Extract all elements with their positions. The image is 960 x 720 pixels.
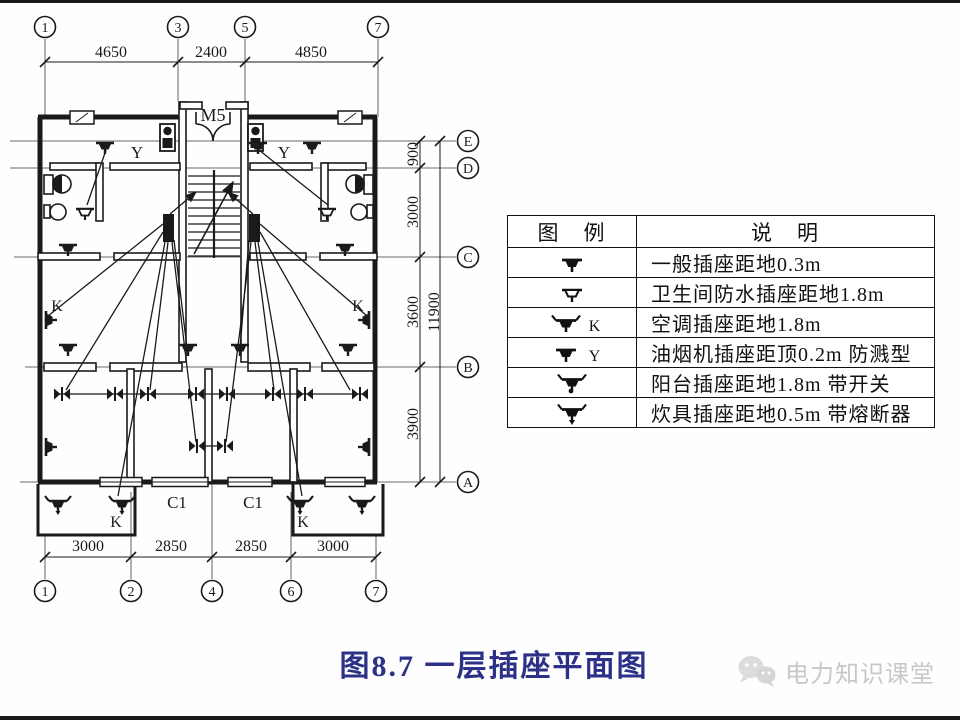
axis-bottom-4: 4 bbox=[209, 585, 216, 600]
cooker-socket-icon bbox=[557, 403, 587, 425]
ac-socket-tag: K bbox=[588, 317, 601, 335]
plan-labels: M5 Y Y K K K K C1 C1 bbox=[51, 105, 364, 531]
dim-top-1: 4650 bbox=[95, 44, 127, 61]
axis-bottom-6: 6 bbox=[288, 585, 295, 600]
dim-right-4: 3900 bbox=[405, 408, 422, 440]
entrance-door bbox=[195, 112, 231, 142]
ac-label-balcony-left: K bbox=[110, 514, 122, 531]
legend-row-general: 一般插座距地0.3m bbox=[507, 247, 935, 278]
axis-top-5: 5 bbox=[242, 21, 249, 36]
dimension-right: 900 3000 3600 3900 11900 E D C B A bbox=[405, 129, 480, 494]
dim-right-total: 11900 bbox=[426, 292, 443, 331]
wiring bbox=[47, 149, 368, 497]
window-label-right: C1 bbox=[243, 493, 263, 512]
dim-top-3: 4850 bbox=[295, 44, 327, 61]
staircase bbox=[188, 170, 240, 258]
dim-bottom-4: 3000 bbox=[317, 538, 349, 555]
slide-top-border bbox=[0, 0, 960, 3]
interior-walls bbox=[37, 101, 378, 483]
ac-label-right: K bbox=[352, 298, 364, 315]
figure-title: 图8.7 一层插座平面图 bbox=[339, 650, 649, 683]
bath-fixtures bbox=[43, 174, 374, 221]
legend-table: 图 例 说 明 一般插座距地0.3m 卫生间防水插座距地1.8m bbox=[507, 215, 935, 428]
axis-top-7: 7 bbox=[375, 21, 382, 36]
dim-bottom-3: 2850 bbox=[235, 538, 267, 555]
hood-label-left: Y bbox=[131, 143, 143, 162]
axis-top-1: 1 bbox=[42, 21, 49, 36]
hood-label-right: Y bbox=[278, 143, 290, 162]
legend-row-hood: Y 油烟机插座距顶0.2m 防溅型 bbox=[507, 337, 935, 368]
axis-right-A: A bbox=[463, 476, 474, 491]
legend-header-description: 说 明 bbox=[636, 215, 935, 248]
window-label-left: C1 bbox=[167, 493, 187, 512]
axis-bubbles-top bbox=[33, 15, 390, 39]
dimension-top: 4650 2400 4850 1 3 5 7 bbox=[33, 15, 390, 68]
general-socket-icon bbox=[562, 258, 582, 272]
watermark-text: 电力知识课堂 bbox=[785, 661, 935, 688]
axis-bottom-7: 7 bbox=[373, 585, 380, 600]
legend-row-cooker: 炊具插座距地0.5m 带熔断器 bbox=[507, 397, 935, 428]
dimension-bottom: 3000 2850 2850 3000 1 2 4 6 7 bbox=[33, 538, 388, 603]
ac-label-balcony-right: K bbox=[297, 514, 309, 531]
watermark: 电力知识课堂 bbox=[735, 650, 935, 692]
chat-bubbles-logo bbox=[738, 656, 776, 687]
hood-socket-tag: Y bbox=[588, 347, 601, 365]
axis-bubbles-bottom bbox=[33, 579, 388, 603]
legend-row-waterproof: 卫生间防水插座距地1.8m bbox=[507, 277, 935, 308]
cooker-meter-boxes bbox=[159, 123, 264, 152]
dim-right-3: 3600 bbox=[405, 296, 422, 328]
axis-bottom-1: 1 bbox=[42, 585, 49, 600]
distribution-boxes bbox=[163, 214, 260, 242]
axis-right-B: B bbox=[463, 361, 472, 376]
axis-bubbles-right bbox=[456, 129, 480, 494]
balcony-socket-icon bbox=[557, 373, 587, 393]
balconies bbox=[36, 484, 385, 537]
dim-top-2: 2400 bbox=[195, 44, 227, 61]
hood-socket-icon bbox=[555, 348, 576, 362]
dim-bottom-2: 2850 bbox=[155, 538, 187, 555]
slide-bottom-border bbox=[0, 716, 960, 720]
ac-socket-icon bbox=[550, 314, 581, 332]
door-label: M5 bbox=[200, 105, 225, 125]
ac-label-left: K bbox=[51, 298, 63, 315]
legend-header-symbol: 图 例 bbox=[507, 215, 637, 248]
waterproof-socket-icon bbox=[562, 288, 582, 302]
axis-right-D: D bbox=[463, 162, 473, 177]
dim-bottom-1: 3000 bbox=[72, 538, 104, 555]
legend-row-ac: K 空调插座距地1.8m bbox=[507, 307, 935, 338]
axis-right-E: E bbox=[464, 135, 473, 150]
axis-top-3: 3 bbox=[175, 21, 182, 36]
axis-right-C: C bbox=[463, 251, 472, 266]
axis-bottom-2: 2 bbox=[128, 585, 135, 600]
legend-row-balcony: 阳台插座距地1.8m 带开关 bbox=[507, 367, 935, 398]
dim-right-2: 3000 bbox=[405, 196, 422, 228]
dim-right-1: 900 bbox=[405, 142, 422, 166]
